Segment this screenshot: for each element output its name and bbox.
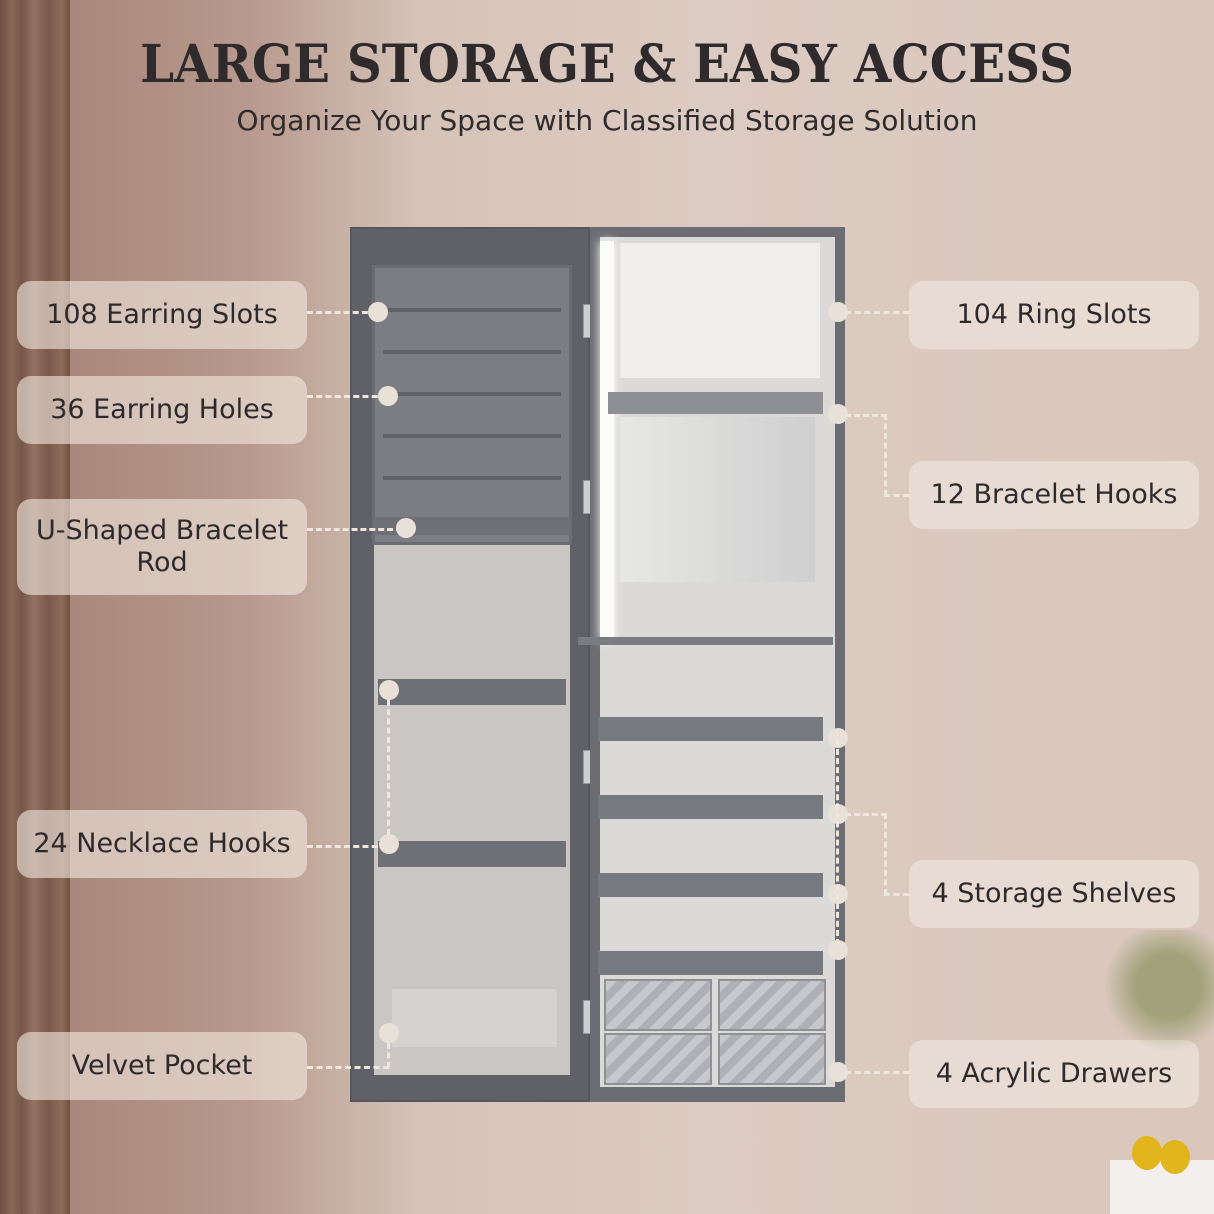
earring-row	[383, 308, 561, 312]
leader-line	[884, 494, 909, 497]
earring-row	[383, 350, 561, 354]
headline: LARGE STORAGE & EASY ACCESS	[140, 34, 1074, 95]
label-earring-holes: 36 Earring Holes	[17, 376, 307, 444]
callout-dot	[828, 1062, 848, 1082]
acrylic-drawer[interactable]	[718, 979, 826, 1031]
leader-line	[884, 893, 909, 896]
callout-dot	[379, 1023, 399, 1043]
label-necklace-hooks: 24 Necklace Hooks	[17, 810, 307, 878]
cabinet-body	[578, 227, 845, 1102]
callout-dot	[378, 386, 398, 406]
leader-line	[845, 1071, 909, 1074]
lemon	[1160, 1140, 1190, 1174]
callout-dot	[828, 940, 848, 960]
leader-line	[387, 1043, 390, 1068]
leader-line	[307, 528, 402, 531]
storage-shelf	[598, 873, 823, 897]
label-storage-shelves: 4 Storage Shelves	[909, 860, 1199, 928]
label-ring-slots: 104 Ring Slots	[909, 281, 1199, 349]
leader-line	[884, 414, 887, 496]
label-earring-slots: 108 Earring Slots	[17, 281, 307, 349]
callout-dot	[828, 728, 848, 748]
callout-dot	[828, 302, 848, 322]
mirror	[620, 417, 815, 582]
callout-dot	[368, 302, 388, 322]
callout-dot	[379, 834, 399, 854]
leader-line	[307, 395, 387, 398]
cabinet-door	[350, 227, 590, 1102]
label-bracelet-hooks: 12 Bracelet Hooks	[909, 461, 1199, 529]
subheadline: Organize Your Space with Classified Stor…	[236, 104, 978, 137]
storage-shelf	[598, 951, 823, 975]
acrylic-drawer[interactable]	[604, 979, 712, 1031]
leader-line	[307, 845, 387, 848]
plant-decor	[1100, 930, 1214, 1070]
ring-panel	[620, 243, 820, 378]
leader-line	[884, 813, 887, 895]
storage-shelf	[598, 795, 823, 819]
earring-panel	[372, 265, 572, 545]
earring-row	[383, 392, 561, 396]
bracelet-rod	[374, 517, 570, 535]
callout-dot	[379, 680, 399, 700]
necklace-hook-bar	[378, 679, 566, 705]
velvet-pocket	[392, 989, 557, 1047]
leader-line	[845, 414, 887, 417]
callout-dot	[828, 404, 848, 424]
leader-line	[387, 700, 390, 835]
leader-line	[307, 1066, 389, 1069]
acrylic-drawer[interactable]	[604, 1033, 712, 1085]
bracelet-hook-bar	[608, 392, 823, 414]
top-tray	[578, 637, 833, 645]
earring-row	[383, 476, 561, 480]
leader-line	[307, 311, 377, 314]
leader-line	[836, 740, 839, 945]
earring-row	[383, 434, 561, 438]
acrylic-drawer[interactable]	[718, 1033, 826, 1085]
leader-line	[845, 813, 887, 816]
callout-dot	[396, 518, 416, 538]
cabinet-interior	[600, 237, 835, 1087]
leader-line	[845, 311, 909, 314]
lemon	[1132, 1136, 1162, 1170]
side-table	[1110, 1160, 1214, 1214]
label-velvet-pocket: Velvet Pocket	[17, 1032, 307, 1100]
label-bracelet-rod: U-Shaped Bracelet Rod	[17, 499, 307, 595]
storage-shelf	[598, 717, 823, 741]
curtain	[0, 0, 70, 1214]
led-strip	[600, 241, 614, 641]
necklace-hook-bar	[378, 841, 566, 867]
